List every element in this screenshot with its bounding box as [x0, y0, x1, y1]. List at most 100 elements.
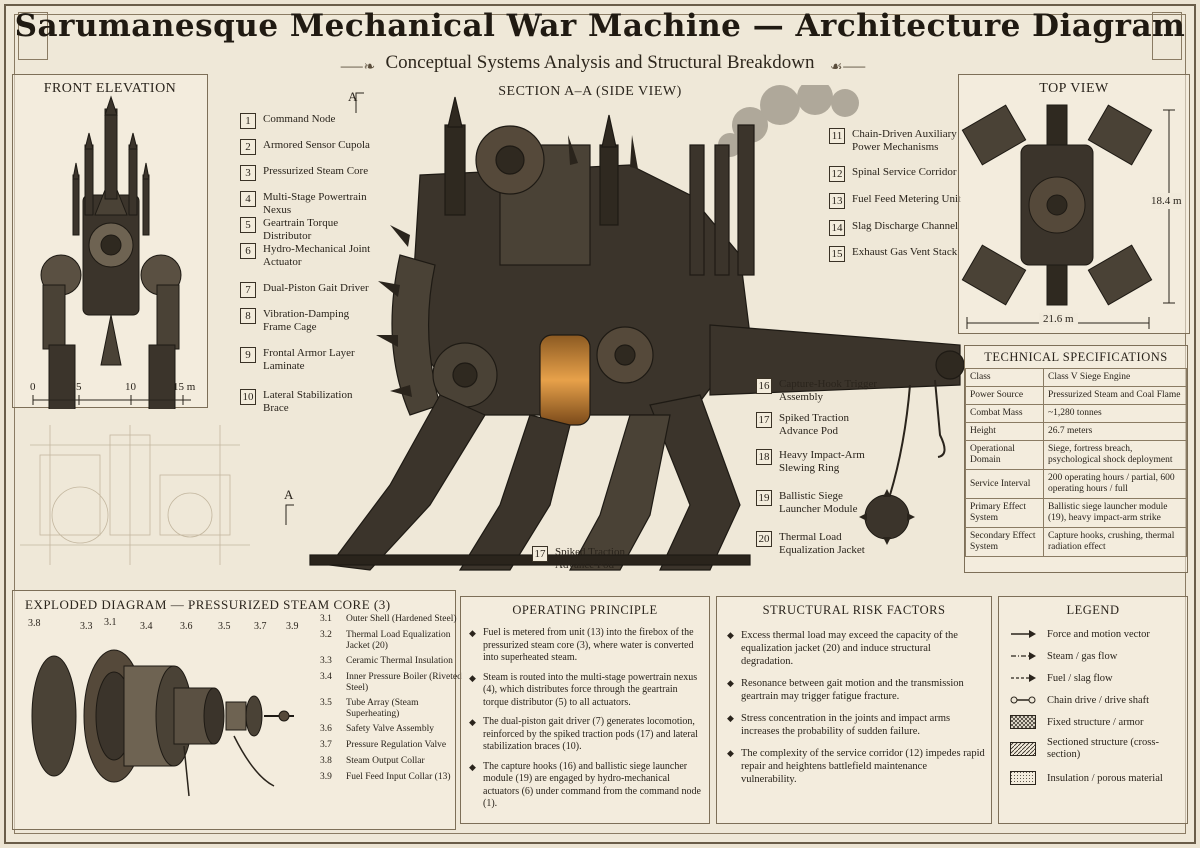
legend-title: LEGEND — [1066, 603, 1120, 617]
top-view-title: TOP VIEW — [1039, 81, 1109, 96]
arrow-solid-icon — [1009, 627, 1037, 641]
list-item: ◆Fuel is metered from unit (13) into the… — [469, 627, 703, 665]
flourish-left-icon: ⸺❧ — [340, 59, 376, 75]
risk-factors-list: ◆ Excess thermal load may exceed the capa… — [727, 629, 985, 795]
spec-key: Operational Domain — [965, 440, 1044, 470]
list-item-text: Resonance between gait motion and the tr… — [741, 678, 964, 702]
top-view-height: 18.4 m — [1151, 193, 1182, 209]
part-number: 3.7 — [320, 740, 332, 750]
list-item: ◆ Excess thermal load may exceed the capa… — [727, 629, 985, 668]
corner-ornament-right — [1152, 12, 1182, 60]
part-label: Tube Array (Steam Superheating) — [346, 698, 419, 719]
top-view-width: 21.6 m — [1039, 313, 1078, 325]
callout-number: 15 — [829, 246, 845, 262]
legend-item: Insulation / porous material — [1009, 771, 1163, 785]
stipple-icon — [1009, 771, 1037, 785]
blueprint-sketch — [20, 425, 250, 565]
scale-label: 0 — [30, 381, 36, 393]
list-item-text: Stress concentration in the joints and i… — [741, 713, 951, 737]
callout: 15 Exhaust Gas Vent Stack — [829, 246, 964, 262]
legend-item: Sectioned structure (cross-section) — [1009, 737, 1167, 761]
callout-number: 17 — [756, 412, 772, 428]
list-item-text: Steam is routed into the multi-stage pow… — [483, 671, 698, 708]
spec-key: Secondary Effect System — [965, 527, 1044, 557]
bullet-diamond-icon: ◆ — [727, 748, 734, 758]
callout-label: Multi-Stage Powertrain Nexus — [263, 191, 367, 216]
callout-label: Thermal Load Equalization Jacket — [779, 531, 865, 556]
part-number-label: 3.3 — [80, 621, 93, 632]
callout: 20 Thermal Load Equalization Jacket — [756, 531, 879, 557]
bullet-diamond-icon: ◆ — [727, 713, 734, 723]
spec-key: Primary Effect System — [965, 498, 1044, 528]
section-marker-top: A — [348, 89, 358, 104]
legend-panel: LEGEND Force and motion vector Steam / g… — [998, 596, 1188, 824]
callout-label: Exhaust Gas Vent Stack — [852, 246, 958, 258]
legend-label: Steam / gas flow — [1047, 650, 1118, 662]
risk-factors-panel: STRUCTURAL RISK FACTORS ◆Excess thermal … — [716, 596, 992, 824]
diagonal-hatch-icon — [1009, 742, 1037, 756]
corner-ornament-left — [18, 12, 48, 60]
list-item-text: Excess thermal load may exceed the capac… — [741, 630, 958, 667]
spec-key: Height — [965, 422, 1044, 441]
callout-number: 20 — [756, 531, 772, 547]
part-number: 3.8 — [320, 756, 332, 766]
list-item-text: The capture hooks (16) and ballistic sie… — [483, 760, 701, 810]
page-subtitle: Conceptual Systems Analysis and Structur… — [385, 52, 815, 73]
callout-label: Capture-Hook Trigger Assembly — [779, 378, 878, 403]
part-number-label: 3.5 — [218, 621, 231, 632]
part-number-label: 3.1 — [104, 617, 117, 628]
spec-value: Siege, fortress breach, psychological sh… — [1043, 440, 1187, 470]
bullet-diamond-icon: ◆ — [727, 630, 734, 640]
list-item: ◆ Stress concentration in the joints and … — [727, 712, 985, 738]
legend-label: Insulation / porous material — [1047, 772, 1163, 784]
list-item: ◆ Steam is routed into the multi-stage po… — [469, 672, 703, 710]
flourish-right-icon: ☙⸺ — [830, 59, 867, 75]
part-number: 3.5 — [320, 698, 332, 708]
callout-number: 17 — [532, 546, 548, 562]
callout-number: 13 — [829, 193, 845, 209]
bullet-diamond-icon: ◆ — [469, 761, 476, 772]
callout-number: 3 — [240, 165, 256, 181]
front-elevation-drawing — [32, 95, 191, 409]
part-number-label: 3.9 — [286, 621, 299, 632]
bullet-diamond-icon: ◆ — [469, 628, 476, 638]
callout-number: 4 — [240, 191, 256, 207]
part-number: 3.6 — [320, 724, 332, 734]
list-item-text: The complexity of the service corridor (… — [741, 748, 985, 785]
part-row: 3.3 Ceramic Thermal Insulation — [320, 656, 466, 667]
list-item: ◆ The capture hooks (16) and ballistic si… — [469, 761, 703, 811]
exploded-title: EXPLODED DIAGRAM — PRESSURIZED STEAM COR… — [25, 597, 391, 612]
bullet-diamond-icon: ◆ — [469, 672, 476, 683]
callout-number: 2 — [240, 139, 256, 155]
part-number-label: 3.6 — [180, 621, 193, 632]
part-label: Ceramic Thermal Insulation — [346, 656, 453, 666]
callout-label: Chain-Driven Auxiliary Power Mechanisms — [852, 128, 957, 153]
part-label: Pressure Regulation Valve — [346, 740, 447, 750]
spec-key: Power Source — [965, 386, 1044, 405]
section-marker-bottom: A — [284, 487, 294, 502]
list-item: ◆ The complexity of the service corridor … — [727, 747, 985, 786]
part-number: 3.4 — [320, 672, 332, 682]
part-number: 3.1 — [320, 614, 332, 624]
spec-key: Service Interval — [965, 469, 1044, 499]
crosshatch-icon — [1009, 715, 1037, 729]
callout-label: Spiked Traction Advance Pod — [779, 412, 849, 437]
part-number: 3.3 — [320, 656, 332, 666]
part-number-label: 3.7 — [254, 621, 267, 632]
callout-label: Heavy Impact-Arm Slewing Ring — [779, 449, 865, 474]
scale-label: 15 m — [173, 381, 196, 393]
spec-value: 200 operating hours / partial, 600 opera… — [1043, 469, 1187, 499]
